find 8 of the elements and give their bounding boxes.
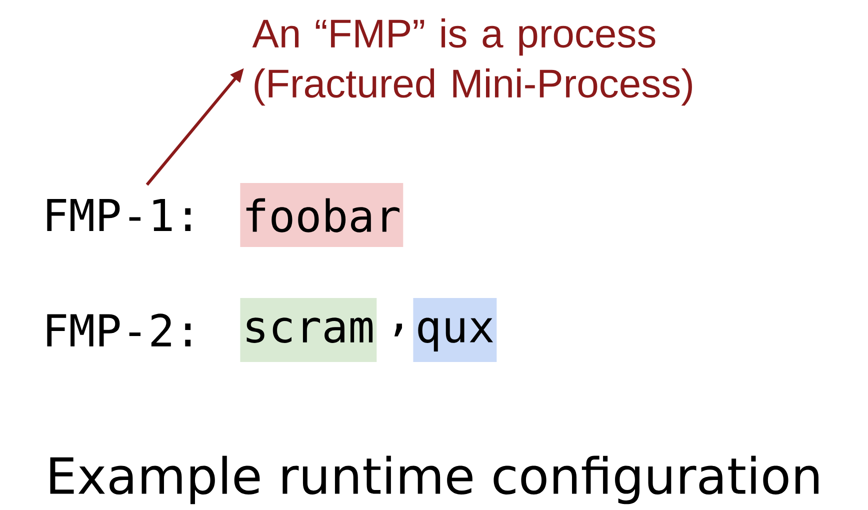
highlighted-word: foobar: [240, 183, 404, 247]
highlighted-word: scram: [240, 298, 377, 362]
process-label: FMP-2:: [47, 314, 191, 346]
callout-text: An “FMP” is a process (Fractured Mini-Process): [252, 18, 692, 106]
separator-text: ,: [394, 324, 402, 336]
highlighted-word: qux: [413, 298, 497, 362]
caption: Example runtime configuration: [50, 456, 818, 504]
process-label: FMP-1:: [47, 198, 191, 232]
